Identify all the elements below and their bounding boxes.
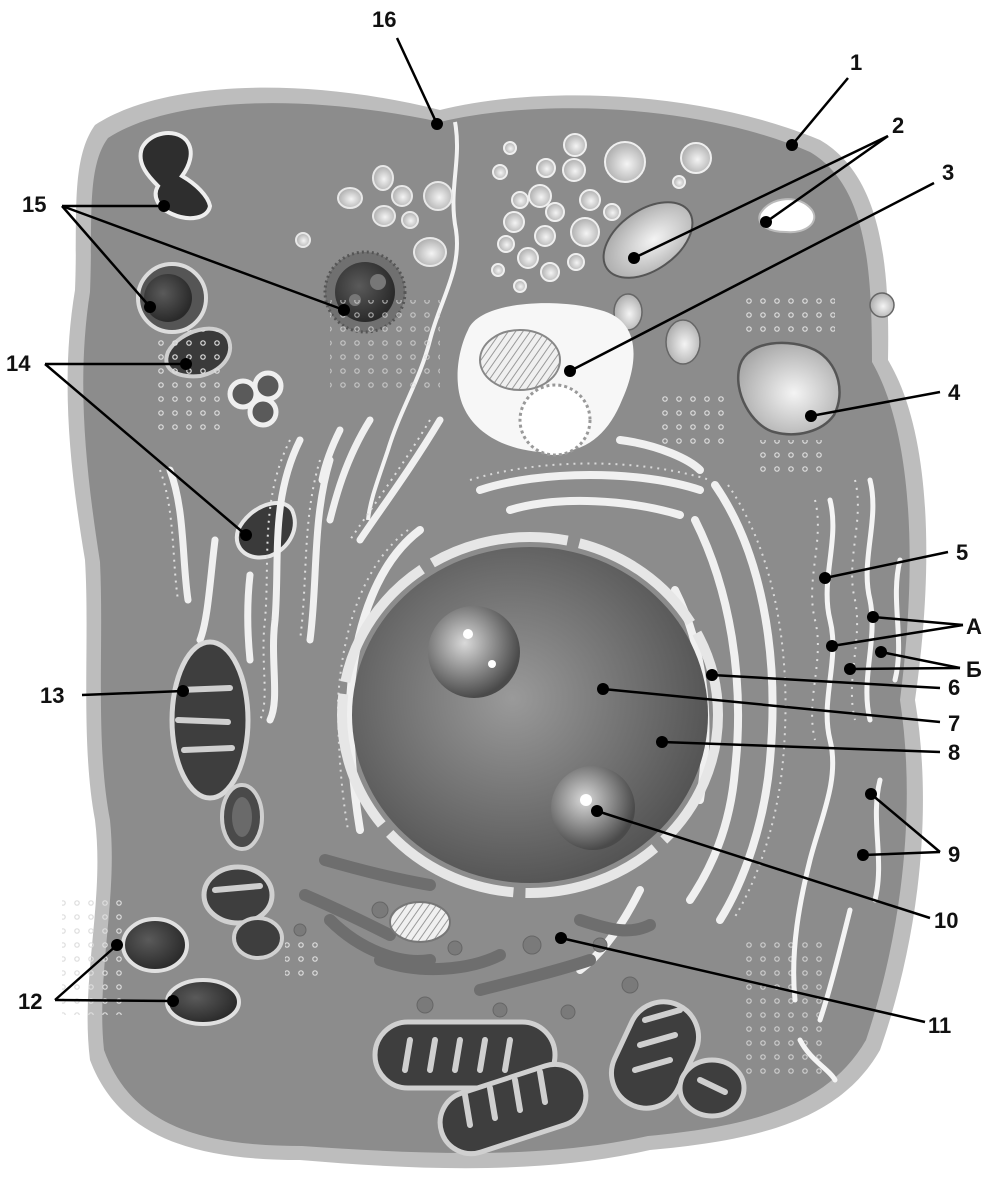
label-5: 5: [956, 540, 968, 565]
mitochondrion-bottom-4: [680, 1060, 744, 1116]
vesicle-lower-left: [234, 918, 282, 958]
golgi-vesicle-hatched: [390, 902, 450, 942]
mitochondrion-lower-left: [204, 867, 272, 923]
centriole-1: [480, 330, 560, 390]
label-2: 2: [892, 113, 904, 138]
label-15: 15: [22, 192, 46, 217]
nucleoplasm: [352, 547, 708, 883]
nucleolus-1-highlight-2: [488, 660, 496, 668]
label-8: 8: [948, 740, 960, 765]
label-4: 4: [948, 380, 961, 405]
ribosome-cluster: [285, 942, 325, 978]
vesicle-mid-2: [666, 320, 700, 364]
leader-B2: [850, 668, 960, 669]
label-3: 3: [942, 160, 954, 185]
label-16: 16: [372, 7, 396, 32]
label-14: 14: [6, 351, 31, 376]
leader-12b: [55, 1000, 173, 1001]
label-10: 10: [934, 908, 958, 933]
label-11: 11: [928, 1013, 951, 1038]
nucleolus-1-highlight: [463, 629, 473, 639]
label-B: Б: [966, 657, 982, 682]
label-13: 13: [40, 683, 64, 708]
label-9: 9: [948, 842, 960, 867]
leader-1: [792, 78, 848, 145]
label-12: 12: [18, 989, 42, 1014]
phagosome-1-core: [144, 274, 192, 322]
label-A: А: [966, 614, 982, 639]
nucleolus-2-highlight: [580, 794, 592, 806]
vesicle-top-right: [870, 293, 894, 317]
centriole-2: [520, 385, 590, 455]
mitochondrion-small: [222, 785, 262, 849]
label-1: 1: [850, 50, 862, 75]
label-6: 6: [948, 675, 960, 700]
label-7: 7: [948, 711, 960, 736]
mitochondrion-13: [172, 642, 248, 798]
nucleolus-1: [428, 606, 520, 698]
